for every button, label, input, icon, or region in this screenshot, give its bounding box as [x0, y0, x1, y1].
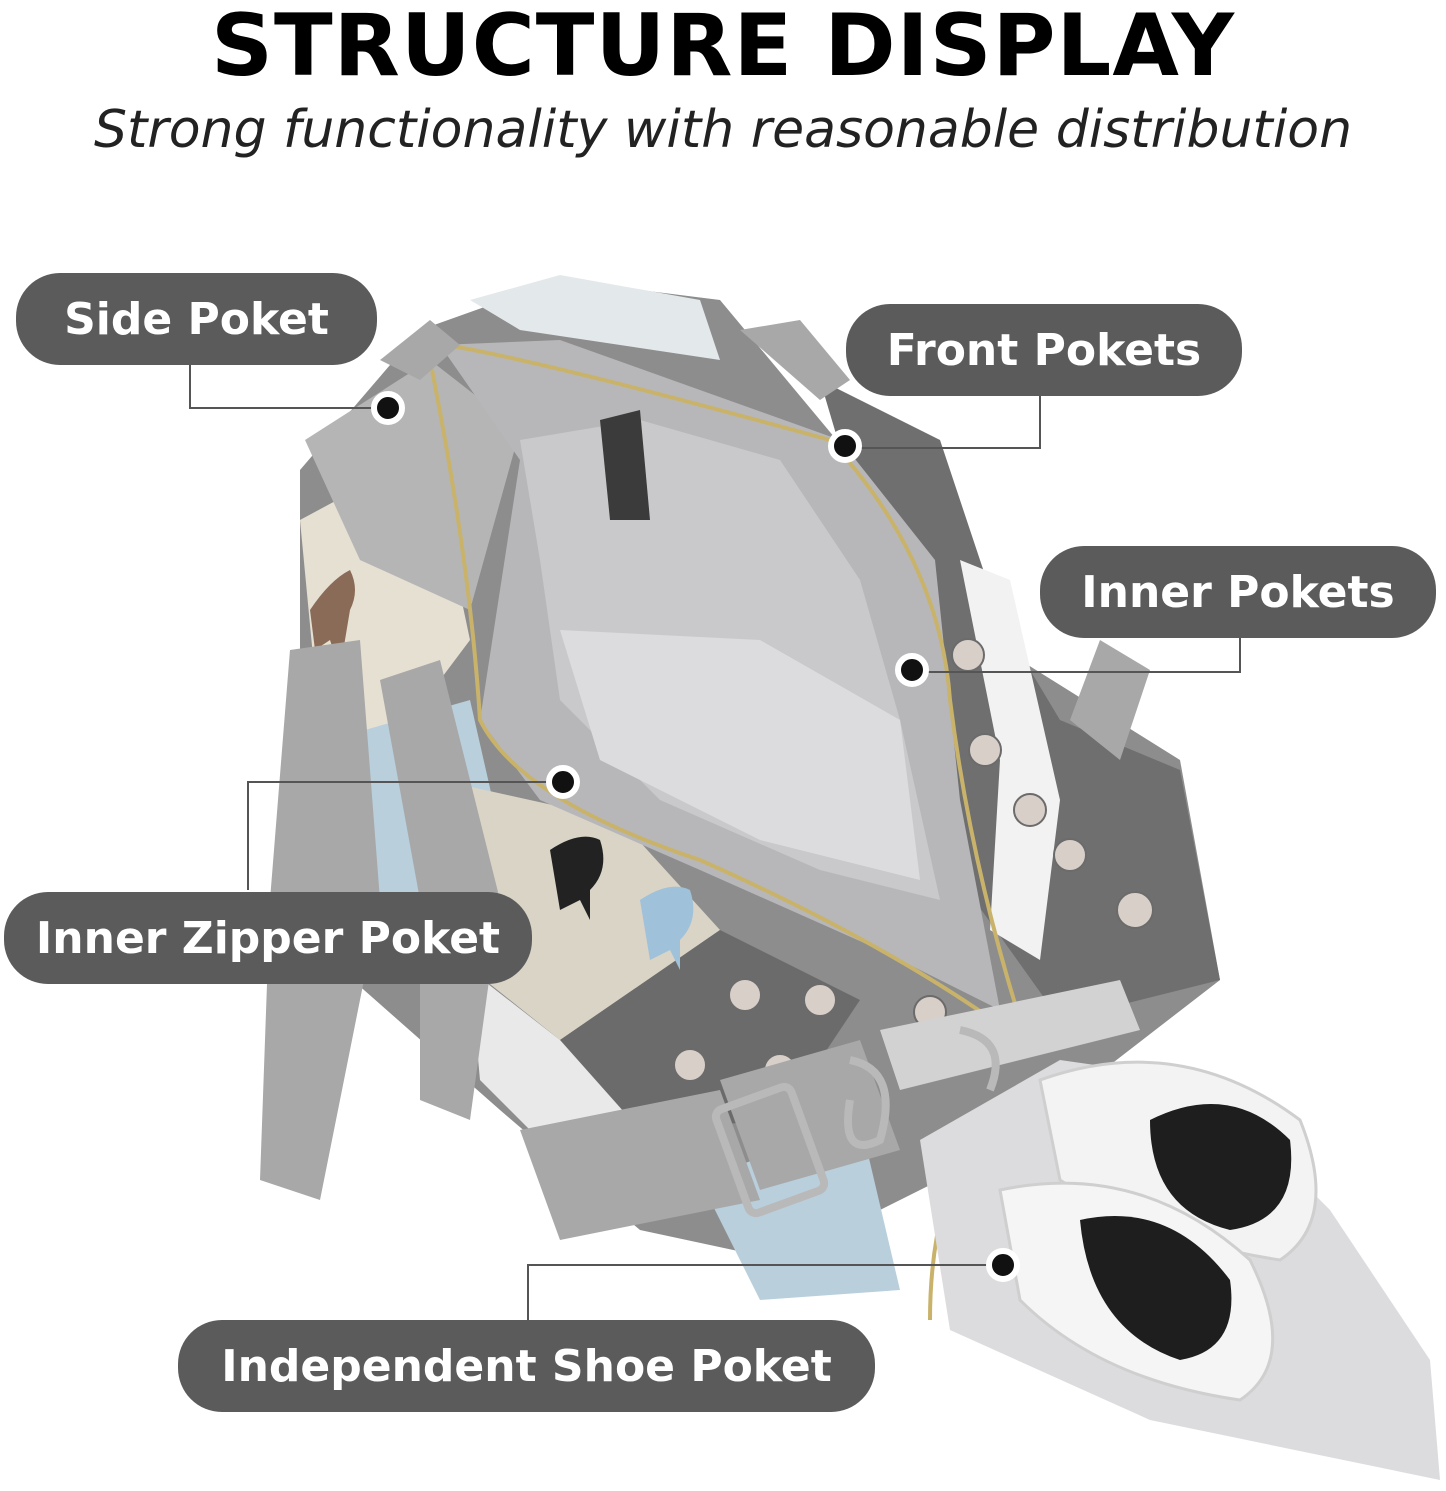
callout-leader-lines — [189, 365, 1241, 1320]
callout-front-pockets-label: Front Pokets — [886, 324, 1202, 376]
callout-shoe-pocket-label: Independent Shoe Poket — [221, 1340, 832, 1392]
callout-inner-pockets-label: Inner Pokets — [1081, 566, 1395, 618]
page-subtitle: Strong functionality with reasonable dis… — [93, 100, 1353, 160]
callout-shoe-pocket: Independent Shoe Poket — [178, 1320, 875, 1412]
callout-side-pocket: Side Poket — [16, 273, 377, 365]
page-title: STRUCTURE DISPLAY — [211, 0, 1235, 96]
callout-side-pocket-label: Side Poket — [64, 293, 329, 345]
callout-front-pockets: Front Pokets — [846, 304, 1242, 396]
callout-inner-zipper-pocket-label: Inner Zipper Poket — [35, 912, 501, 964]
bag-interior — [440, 340, 1000, 1010]
callout-inner-zipper-pocket: Inner Zipper Poket — [4, 892, 532, 984]
callout-dots — [371, 391, 1020, 1282]
callout-inner-pockets: Inner Pokets — [1040, 546, 1436, 638]
strap-hardware — [711, 1026, 1000, 1218]
shoe-compartment — [920, 1060, 1440, 1480]
